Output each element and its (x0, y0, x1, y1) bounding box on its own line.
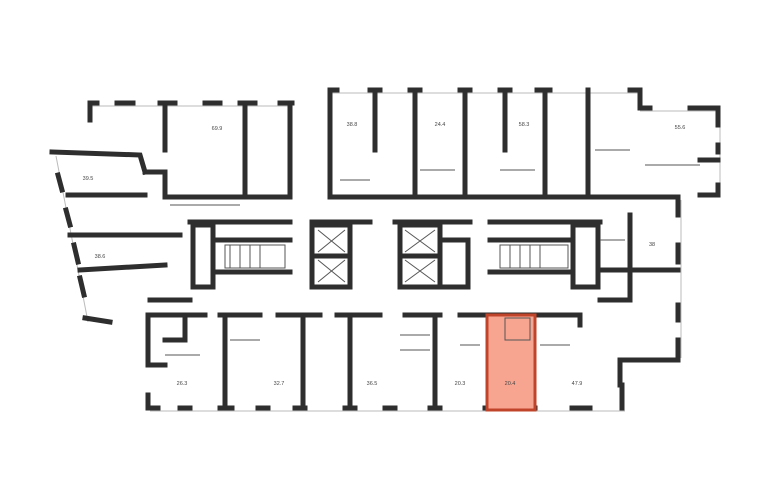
unit-area-label[interactable]: 38.6 (95, 254, 106, 260)
bathroom-outline (504, 317, 531, 341)
unit-area-label[interactable]: 24.4 (435, 122, 446, 128)
unit-area-label[interactable]: 38 (649, 242, 655, 248)
unit-area-label-selected[interactable]: 20.4 (505, 381, 516, 387)
unit-area-label[interactable]: 39.5 (83, 176, 94, 182)
unit-highlight-20-4[interactable] (485, 313, 537, 412)
unit-area-label[interactable]: 32.7 (274, 381, 285, 387)
unit-labels: 69.9 38.8 24.4 58.3 55.6 39.5 38.6 38 26… (83, 122, 686, 387)
unit-area-label[interactable]: 55.6 (675, 125, 686, 131)
unit-area-label[interactable]: 58.3 (519, 122, 530, 128)
walls (49, 87, 721, 411)
unit-area-label[interactable]: 26.3 (177, 381, 188, 387)
unit-area-label[interactable]: 69.9 (212, 126, 223, 132)
unit-area-label[interactable]: 20.3 (455, 381, 466, 387)
unit-area-label[interactable]: 36.5 (367, 381, 378, 387)
unit-area-label[interactable]: 38.8 (347, 122, 358, 128)
unit-area-label[interactable]: 47.9 (572, 381, 583, 387)
windows (55, 92, 721, 412)
